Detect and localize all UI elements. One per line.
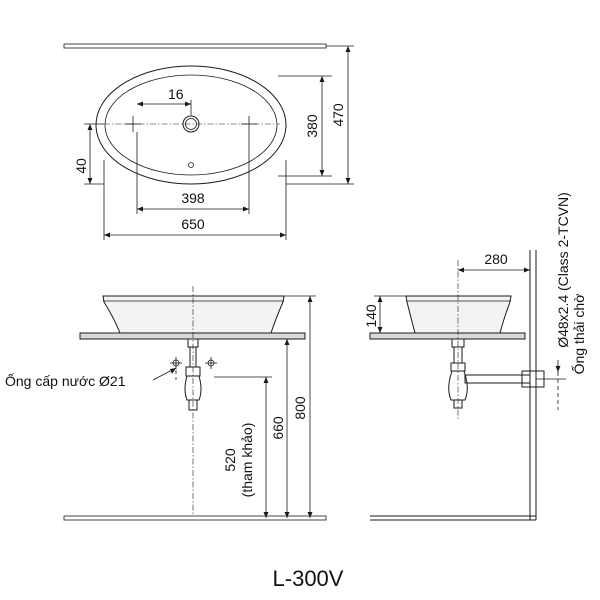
side-basin-profile [405, 295, 512, 334]
supply-pipe-label: Ống cấp nước Ø21 [5, 372, 126, 389]
front-drain-assembly [184, 338, 202, 411]
top-wall-line [63, 43, 327, 49]
overflow-hole [188, 162, 194, 168]
dim-140-text: 140 [363, 304, 379, 328]
dim-520-note: (tham khảo) [239, 423, 255, 498]
dim-40-text: 40 [73, 158, 89, 174]
top-view: 16 40 380 470 398 650 [63, 43, 354, 240]
dim-398-text: 398 [181, 190, 205, 206]
dim-660-text: 660 [270, 416, 286, 440]
front-view: Ống cấp nước Ø21 520 (tham khảo) 660 800 [5, 286, 327, 521]
dim-280-text: 280 [484, 251, 508, 267]
basin-outer-outline [95, 65, 287, 185]
drain-spec-text: Ø48x2.4 (Class 2-TCVN) [555, 192, 571, 348]
supply-valve-right [205, 357, 217, 369]
dim-800-text: 800 [292, 396, 308, 420]
model-label: L-300V [273, 566, 344, 591]
dim-520-text: 520 [222, 448, 238, 472]
dim-380-text: 380 [304, 114, 320, 138]
dim-470-text: 470 [330, 103, 346, 127]
basin-inner-outline [104, 74, 278, 176]
dim-16-text: 16 [168, 86, 184, 102]
dim-650-text: 650 [181, 216, 205, 232]
side-view: 280 140 Ø48x2.4 (Class 2-TCVN) Ống thải … [363, 192, 587, 521]
front-basin-profile [102, 295, 285, 334]
drain-label-text: Ống thải chờ [570, 294, 587, 375]
front-countertop [79, 332, 306, 340]
side-countertop [369, 332, 526, 340]
front-floor [63, 515, 327, 521]
